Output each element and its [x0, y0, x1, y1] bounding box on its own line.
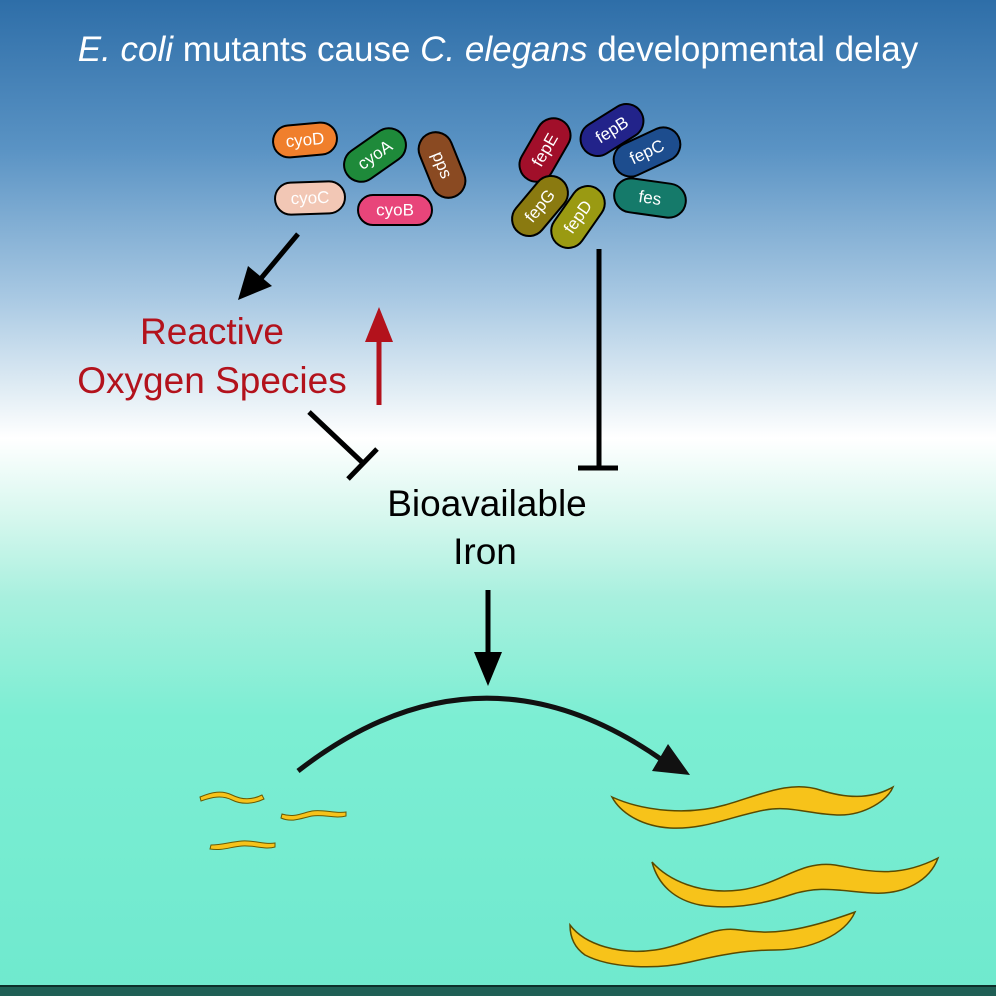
- small-worm: [209, 840, 276, 851]
- title-ecoli: E. coli: [77, 30, 174, 69]
- large-worm: [651, 856, 940, 908]
- bacterium-shape: [511, 174, 569, 238]
- bacterium-fepE: fepE: [518, 117, 572, 183]
- bacterium-cyoB: cyoB: [357, 194, 433, 226]
- bacterium-cyoD: cyoD: [272, 121, 338, 159]
- bacterium-shape: [343, 127, 407, 183]
- bacterium-fes: fes: [613, 177, 687, 219]
- bacterium-fepB: fepB: [579, 102, 645, 158]
- bacterium-shape: [272, 121, 338, 159]
- small-worm: [280, 810, 347, 821]
- bacterium-pps: pps: [417, 131, 467, 199]
- title-end: developmental delay: [587, 30, 919, 69]
- bacterium-shape: [518, 117, 572, 183]
- bacterium-shape: [613, 177, 687, 219]
- ros-label-line1: Reactive: [140, 311, 284, 352]
- bacterium-cyoA: cyoA: [343, 127, 407, 183]
- ros-increase-arrow: [365, 307, 393, 405]
- bacterium-shape: [550, 185, 606, 249]
- bacterium-shape: [357, 194, 433, 226]
- development-arrow: [296, 695, 690, 775]
- large-worm: [610, 785, 895, 829]
- bacterium-label: cyoD: [285, 129, 325, 151]
- arrow-iron-to-worms: [474, 590, 502, 686]
- bacterium-label: cyoC: [290, 188, 329, 208]
- title-mid: mutants cause: [173, 30, 421, 69]
- bacterium-fepC: fepC: [612, 126, 682, 178]
- diagram-title: E. coli mutants cause C. elegans develop…: [0, 30, 996, 70]
- bacterium-cyoC: cyoC: [274, 180, 346, 216]
- small-worm: [199, 791, 265, 804]
- bacterium-shape: [612, 126, 682, 178]
- bacterium-fepD: fepD: [550, 185, 606, 249]
- bacterium-label: fes: [637, 187, 662, 209]
- inhibition-fep-to-iron: [578, 249, 618, 471]
- arrow-cyo-to-ros: [238, 232, 300, 300]
- bacterium-shape: [274, 180, 346, 216]
- iron-label-line1: Bioavailable: [387, 483, 587, 524]
- ros-label-line2: Oxygen Species: [77, 360, 346, 401]
- bacterium-shape: [417, 131, 467, 199]
- bacterium-label: cyoB: [376, 201, 414, 220]
- bottom-border: [0, 985, 996, 996]
- large-worm: [569, 910, 857, 968]
- title-celegans: C. elegans: [420, 30, 588, 69]
- inhibition-ros-to-iron: [307, 410, 379, 481]
- iron-label-line2: Iron: [453, 531, 517, 572]
